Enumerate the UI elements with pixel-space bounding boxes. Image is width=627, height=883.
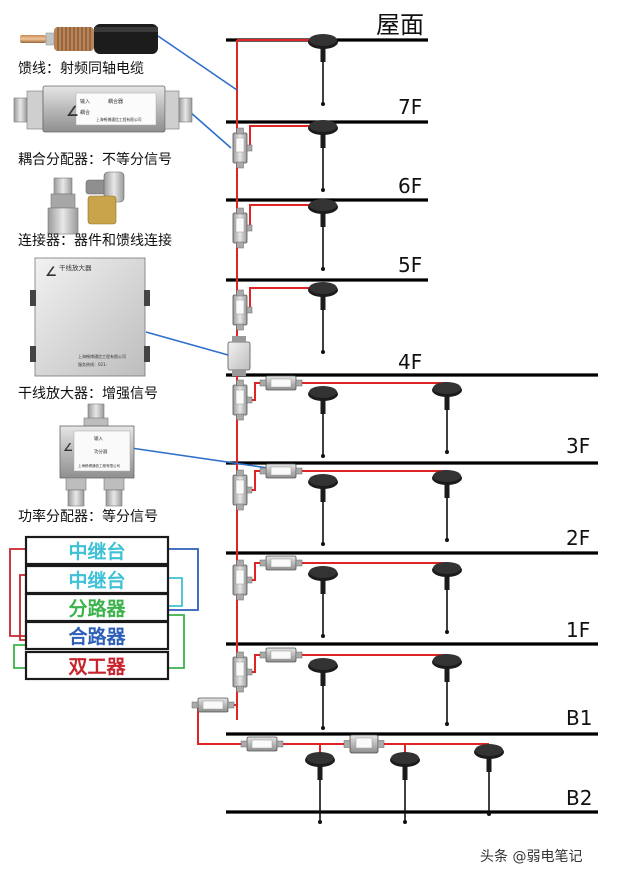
rack-unit-label: 合路器 [68, 625, 126, 648]
legend-connector-caption: 连接器：器件和馈线连接 [18, 232, 172, 249]
rack-unit-label: 分路器 [68, 597, 126, 620]
coax-cable-photo [20, 24, 158, 54]
splitter-logo: ∠ [63, 441, 73, 454]
rack-unit-label: 双工器 [68, 656, 126, 678]
pointer-line [130, 447, 269, 469]
b1-coupler [191, 697, 235, 713]
floor-coupler [259, 463, 303, 479]
ceiling-antenna-icon [307, 385, 339, 459]
floor-label: 6F [398, 174, 422, 198]
ceiling-antenna-icon [307, 119, 339, 193]
rack-unit: 分路器 [24, 592, 170, 623]
splitter-label-name: 功分器 [94, 448, 108, 455]
rack-unit-frame [24, 535, 170, 566]
floor-label: 4F [398, 350, 422, 374]
amplifier-label-hotline: 服务热线：021- [78, 361, 108, 367]
pointer-line [189, 111, 232, 149]
ceiling-antenna-icon [307, 33, 339, 107]
connector-photo [47, 171, 125, 235]
pointer-line [145, 331, 229, 356]
riser-coupler [232, 559, 253, 601]
b1-splitter [343, 734, 385, 754]
b1-branch-coupler [240, 736, 284, 752]
floor-label: B1 [566, 706, 592, 730]
rack-unit: 合路器 [24, 620, 170, 651]
ceiling-antenna-icon [431, 561, 463, 635]
floor-label: 3F [566, 434, 590, 458]
ceiling-antenna-icon [431, 469, 463, 543]
coupler-label-maker: 上海畅博通信工程有限公司 [96, 117, 142, 122]
floor-coupler [259, 555, 303, 571]
amplifier-photo: ∠ 干线放大器 上海畅博通信工程有限公司 服务热线：021- [30, 257, 150, 377]
floor-label: B2 [566, 786, 592, 810]
floor-label: 2F [566, 526, 590, 550]
rack-unit: 双工器 [24, 650, 170, 681]
ceiling-antenna-icon [307, 565, 339, 639]
rack-unit-label: 中继台 [68, 540, 125, 563]
riser-coupler [232, 651, 253, 693]
amplifier-body [227, 341, 251, 371]
legend-amplifier-caption: 干线放大器：增强信号 [18, 386, 158, 402]
rack-unit-frame [24, 592, 170, 623]
legend-photos: ∠ 输入 耦合器 耦合 上海畅博通信工程有限公司 ∠ 干线放大器 上海畅博通信工… [13, 24, 193, 507]
ceiling-antenna-icon [431, 381, 463, 455]
amplifier-label-name: 干线放大器 [59, 263, 92, 272]
legend-feeder-caption: 馈线：射频同轴电缆 [18, 61, 144, 77]
amplifier-port [232, 370, 246, 376]
ceiling-antenna-icon [307, 657, 339, 731]
riser-amplifier [227, 336, 251, 376]
feeder-cable [197, 705, 242, 745]
floor-label: 屋面 [376, 11, 424, 39]
rack-unit-frame [24, 620, 170, 651]
ceiling-antenna-icon [307, 281, 339, 355]
rack-unit: 中继台 [24, 535, 170, 566]
rack-unit-frame [24, 564, 170, 595]
coupler-photo: ∠ 输入 耦合器 耦合 上海畅博通信工程有限公司 [13, 85, 193, 133]
amplifier-label-maker: 上海畅博通信工程有限公司 [78, 353, 126, 359]
floor-label: 7F [398, 95, 422, 119]
ceiling-antenna-icon [473, 743, 505, 817]
floor-label: 1F [566, 618, 590, 642]
riser-coupler [232, 379, 253, 421]
pointer-line [157, 35, 238, 91]
coupler-label-coupled: 耦合 [80, 109, 90, 116]
rack-unit: 中继台 [24, 564, 170, 595]
splitter-label-input: 输入 [94, 435, 103, 442]
coupler-label-name: 耦合器 [108, 98, 123, 105]
legend-coupler-caption: 耦合分配器：不等分信号 [18, 151, 172, 168]
amplifier-logo: ∠ [45, 265, 57, 280]
ceiling-antenna-icon [431, 653, 463, 727]
amplifier-port [232, 336, 246, 342]
watermark-text: 头条 @弱电笔记 [480, 848, 582, 865]
ceiling-antenna-icon [307, 473, 339, 547]
floor-coupler [259, 647, 303, 663]
splitter-label-maker: 上海畅博通信工程有限公司 [78, 463, 120, 468]
splitter-photo: ∠ 输入 功分器 上海畅博通信工程有限公司 [59, 403, 135, 507]
floor-coupler [259, 375, 303, 391]
coupler-label-input: 输入 [80, 98, 90, 105]
riser-coupler [232, 469, 253, 511]
rack-unit-frame [24, 650, 170, 681]
rack-unit-label: 中继台 [68, 569, 125, 592]
ceiling-antenna-icon [307, 198, 339, 272]
coupler-logo: ∠ [66, 104, 79, 120]
legend-splitter-caption: 功率分配器：等分信号 [18, 508, 158, 525]
floor-label: 5F [398, 253, 422, 277]
